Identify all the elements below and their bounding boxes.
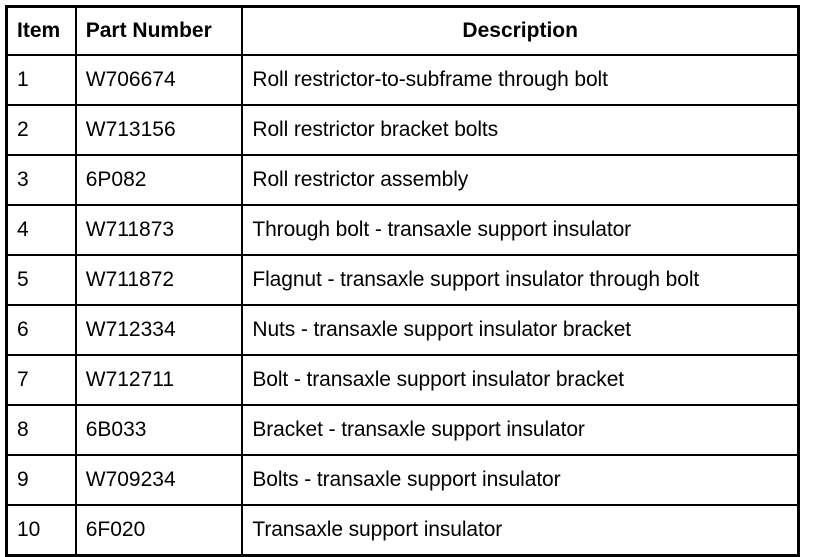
cell-item: 10: [5, 504, 77, 557]
cell-description: Roll restrictor-to-subframe through bolt: [241, 54, 800, 106]
column-header-description: Description: [241, 5, 800, 56]
cell-item: 3: [5, 154, 77, 206]
cell-description: Bolt - transaxle support insulator brack…: [241, 354, 800, 406]
cell-description: Transaxle support insulator: [241, 504, 800, 557]
cell-part-number: W713156: [74, 104, 244, 156]
cell-item: 2: [5, 104, 77, 156]
column-header-item: Item: [5, 5, 77, 56]
cell-part-number: 6B033: [74, 404, 244, 456]
cell-item: 5: [5, 254, 77, 306]
cell-part-number: 6P082: [74, 154, 244, 206]
cell-item: 7: [5, 354, 77, 406]
cell-part-number: W709234: [74, 454, 244, 506]
cell-description: Roll restrictor bracket bolts: [241, 104, 800, 156]
cell-description: Nuts - transaxle support insulator brack…: [241, 304, 800, 356]
cell-description: Flagnut - transaxle support insulator th…: [241, 254, 800, 306]
cell-description: Roll restrictor assembly: [241, 154, 800, 206]
cell-item: 1: [5, 54, 77, 106]
table-header-row: Item Part Number Description: [5, 5, 800, 56]
table-header: Item Part Number Description: [5, 5, 800, 56]
cell-item: 6: [5, 304, 77, 356]
cell-part-number: 6F020: [74, 504, 244, 557]
cell-description: Through bolt - transaxle support insulat…: [241, 204, 800, 256]
cell-description: Bracket - transaxle support insulator: [241, 404, 800, 456]
cell-description: Bolts - transaxle support insulator: [241, 454, 800, 506]
cell-part-number: W712334: [74, 304, 244, 356]
column-header-part-number: Part Number: [74, 5, 244, 56]
cell-part-number: W711872: [74, 254, 244, 306]
cell-item: 4: [5, 204, 77, 256]
cell-item: 9: [5, 454, 77, 506]
cell-part-number: W712711: [74, 354, 244, 406]
cell-part-number: W706674: [74, 54, 244, 106]
cell-item: 8: [5, 404, 77, 456]
cell-part-number: W711873: [74, 204, 244, 256]
